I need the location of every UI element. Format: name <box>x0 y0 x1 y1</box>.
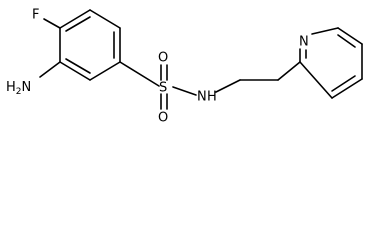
structure-canvas: F H2N S O O N H N <box>6 8 363 126</box>
bond-c-s <box>119 61 160 87</box>
bond-s-n <box>172 86 197 96</box>
benzene-ring <box>59 9 121 81</box>
atom-nitrogen-pyridine: N <box>299 35 309 50</box>
atom-fluorine: F <box>32 8 39 23</box>
bond-py-e <box>331 78 363 99</box>
bond-py-f <box>299 61 333 99</box>
atom-amine: H2N <box>6 80 31 97</box>
bond-ring-e <box>59 61 91 81</box>
atom-oxygen-bottom: O <box>158 111 168 126</box>
sulfonyl-group <box>160 64 197 110</box>
atom-nitrogen-amide: N <box>197 90 207 105</box>
bond-n-ch2 <box>215 79 241 93</box>
bond-ring-d <box>89 61 121 81</box>
bond-c-nh2 <box>39 61 61 78</box>
bond-ring-b <box>89 9 121 29</box>
bond-py-c <box>337 27 363 45</box>
pyridine-ring <box>299 27 363 99</box>
bond-py-e-double <box>331 75 356 92</box>
bond-ring-a <box>59 9 91 29</box>
bond-ring-double-3 <box>65 58 91 74</box>
bond-py-b <box>311 27 339 35</box>
bond-py-c-double <box>337 34 356 48</box>
atom-sulfur: S <box>159 81 167 96</box>
atom-hydrogen-amide: H <box>207 90 217 105</box>
bond-c-f <box>43 18 61 29</box>
molecule-diagram: F H2N S O O N H N <box>6 8 363 126</box>
bond-ring-double-1 <box>65 16 91 32</box>
bond-ch2-pyridine <box>277 61 301 81</box>
atom-oxygen-top: O <box>158 51 168 66</box>
